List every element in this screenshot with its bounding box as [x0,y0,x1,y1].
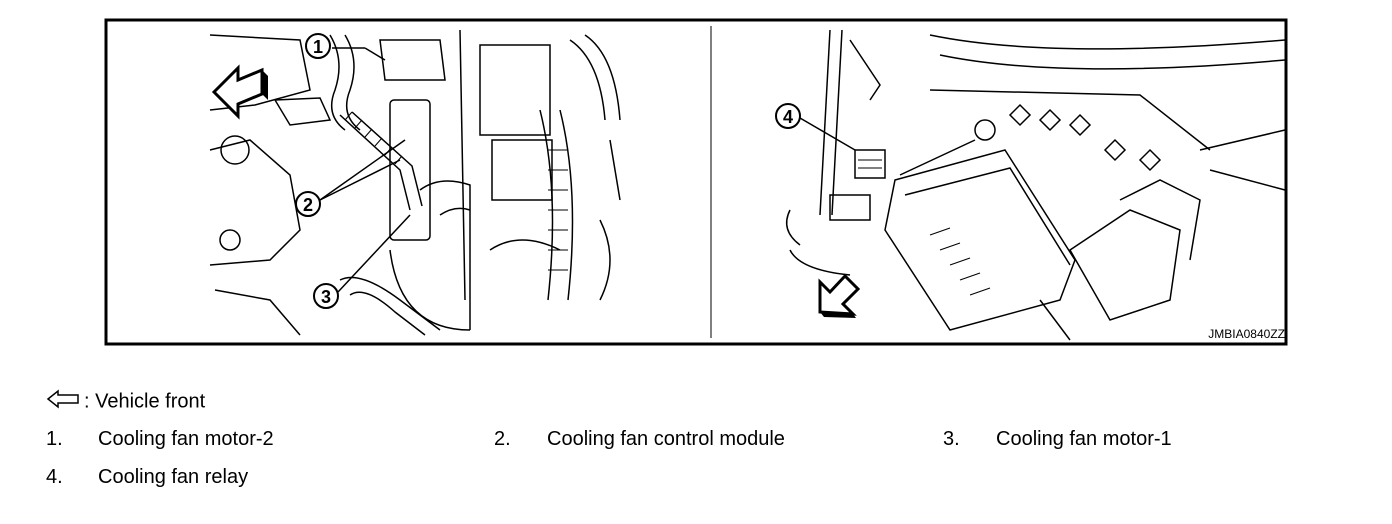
callout-3: 3 [313,283,339,309]
vehicle-front-arrow-icon-right [818,273,861,318]
right-panel-illustration [785,29,1286,341]
legend-item-number: 3. [943,428,960,450]
legend-item-label: Cooling fan relay [98,466,249,488]
legend-item-number: 4. [46,466,63,488]
callout-2: 2 [295,191,321,217]
callout-4: 4 [775,103,801,129]
figure-code: JMBIA0840ZZ [1208,327,1285,341]
callout-1-label: 1 [313,37,323,57]
callout-2-label: 2 [303,195,313,215]
figure-frame [104,18,1288,346]
outline-arrow-left-icon [46,389,80,415]
callout-4-label: 4 [783,107,793,127]
legend-item-number: 2. [494,428,511,450]
legend-item-label: Cooling fan motor-1 [996,428,1172,450]
vehicle-front-text: : Vehicle front [84,390,206,413]
legend-item-label: Cooling fan motor-2 [98,428,274,450]
engine-bay-figure: 1 2 3 [104,18,1288,346]
callout-1: 1 [305,33,331,59]
left-panel-illustration [209,29,621,336]
callout-3-label: 3 [321,287,331,307]
vehicle-front-arrow-icon [211,64,268,120]
legend-item-number: 1. [46,428,63,450]
vehicle-front-legend: : Vehicle front [46,389,205,415]
legend-item-label: Cooling fan control module [547,428,785,450]
